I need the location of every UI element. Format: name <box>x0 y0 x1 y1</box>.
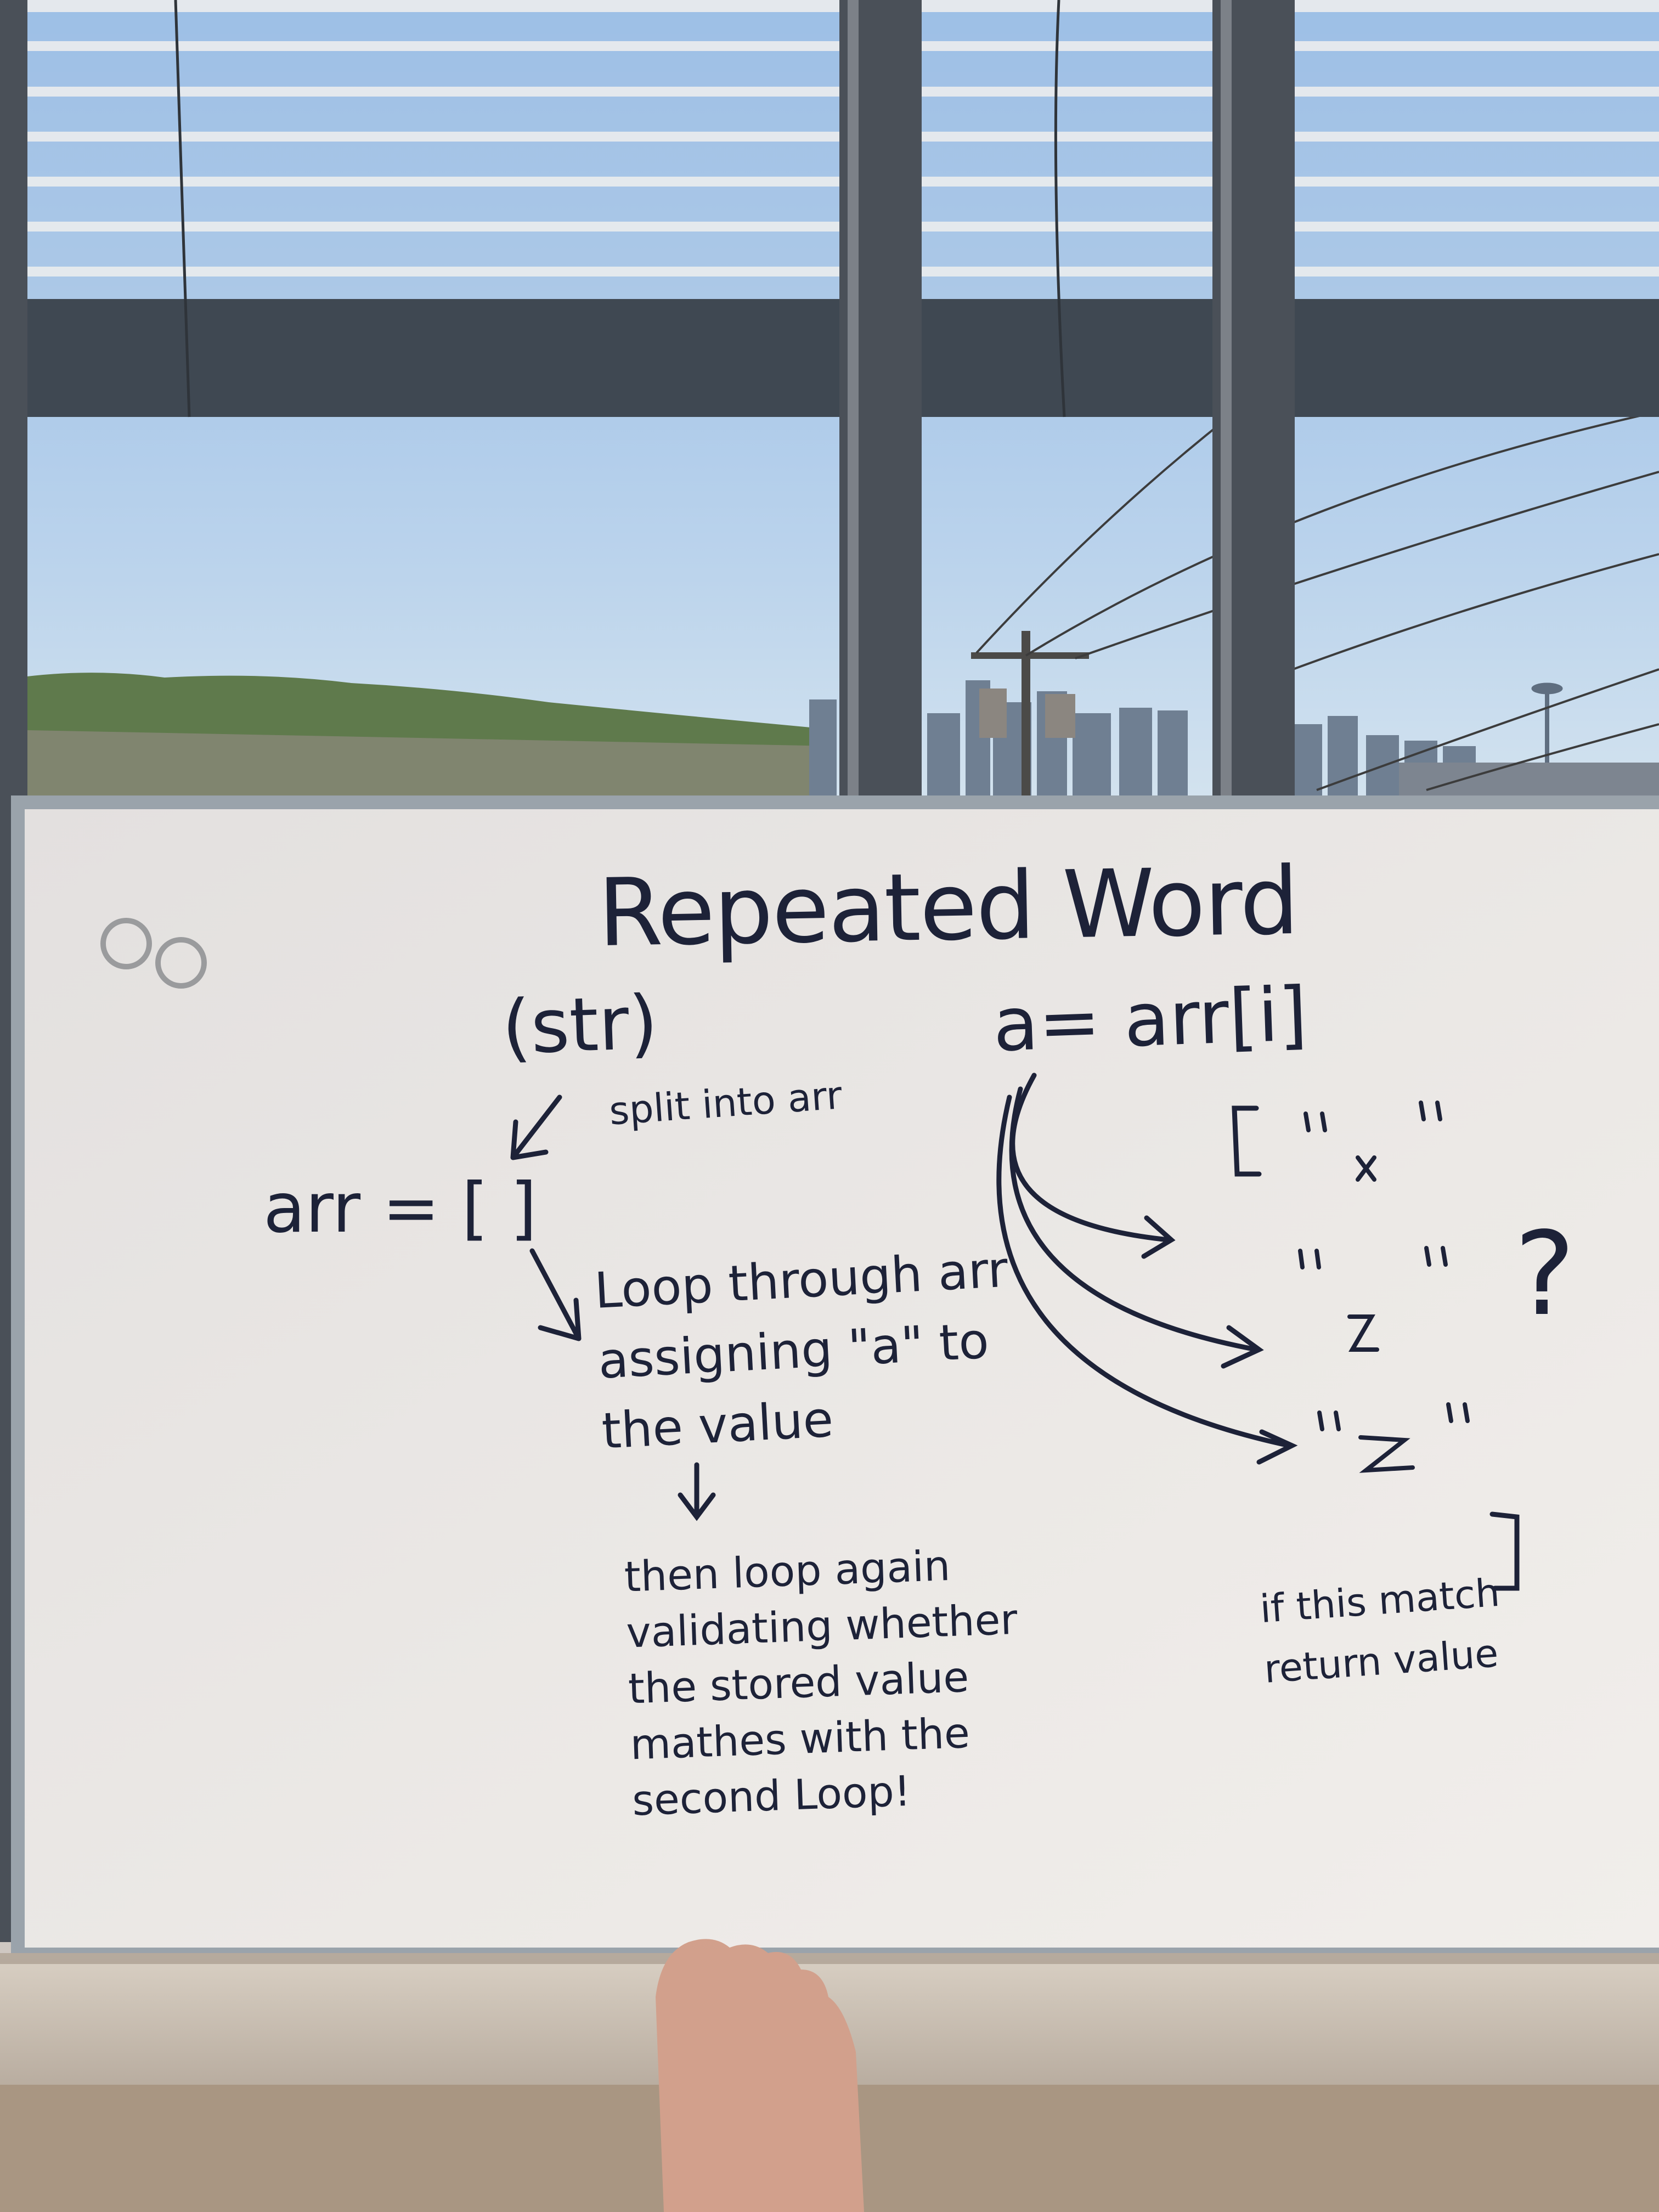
whiteboard-magnets <box>100 918 207 989</box>
window-blinds <box>0 0 1659 307</box>
power-lines <box>975 410 1659 791</box>
blind-cords <box>174 0 1066 417</box>
blinds-headrail <box>0 299 1659 417</box>
match-note: if this match return value <box>1258 1570 1502 1692</box>
curved-arrow-1 <box>1010 1073 1176 1259</box>
bare-foot <box>656 1939 864 2212</box>
board-title: Repeated Word <box>597 847 1299 968</box>
input-param: (str) <box>500 979 659 1071</box>
list-open-bracket <box>1232 1105 1262 1177</box>
array-declaration: arr = [ ] <box>263 1169 537 1248</box>
loop-step-note: Loop through arr assigning "a" to the va… <box>593 1240 1009 1460</box>
curved-arrow-2 <box>1009 1086 1264 1369</box>
question-mark: ? <box>1514 1207 1576 1341</box>
assignment-expression: a= arr[i] <box>991 971 1309 1068</box>
curved-arrow-3 <box>996 1094 1298 1465</box>
whiteboard-surface <box>25 809 1659 1948</box>
list-items <box>1298 1101 1470 1473</box>
arrow-loop <box>529 1248 582 1341</box>
arrow-down <box>678 1462 716 1521</box>
arrow-down-left <box>510 1094 562 1160</box>
second-loop-note: then loop again validating whether the s… <box>623 1541 1018 1825</box>
hillside-houses <box>0 730 834 812</box>
marker-strokes <box>510 1073 1520 1591</box>
utility-pole <box>971 631 1089 801</box>
list-close-bracket <box>1489 1511 1520 1591</box>
